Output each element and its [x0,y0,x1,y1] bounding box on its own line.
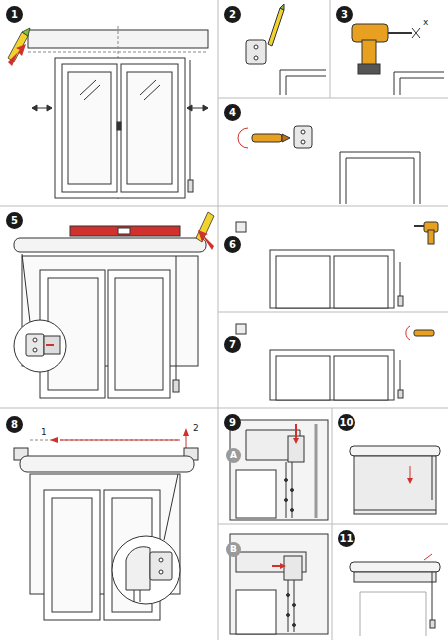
callout-number: 9 [224,414,241,431]
callout-number: 4 [224,104,241,121]
variant-letter: A [226,448,241,463]
variant-letter: B [226,542,241,557]
callout-number: 10 [338,414,355,431]
window-step-6 [236,222,438,308]
clip-in-A [230,420,328,520]
arrow-number: 1 [40,428,48,437]
callout-number: 1 [6,6,23,23]
callout-number: 3 [336,6,353,23]
callout-number: 7 [224,336,241,353]
blind-raised [350,554,440,636]
drill [352,24,444,95]
callout-number: 6 [224,236,241,253]
callout-number: 2 [224,6,241,23]
plug-screw-bracket [238,126,420,204]
clip-in-B [230,534,328,634]
window-step-1 [28,26,208,200]
arrow-number: 2 [192,424,200,433]
callout-number: 5 [6,212,23,229]
arrow-number: x [422,18,429,27]
callout-number: 8 [6,416,23,433]
blind-lowered [350,446,440,514]
window-step-7 [236,324,434,400]
bracket-marking [246,4,326,95]
blind-level-check [14,226,206,398]
pencil-and-arrow-1 [8,28,30,66]
pencil-and-arrow-5 [196,212,214,250]
callout-number: 11 [338,530,355,547]
blind-mounting [14,428,198,620]
